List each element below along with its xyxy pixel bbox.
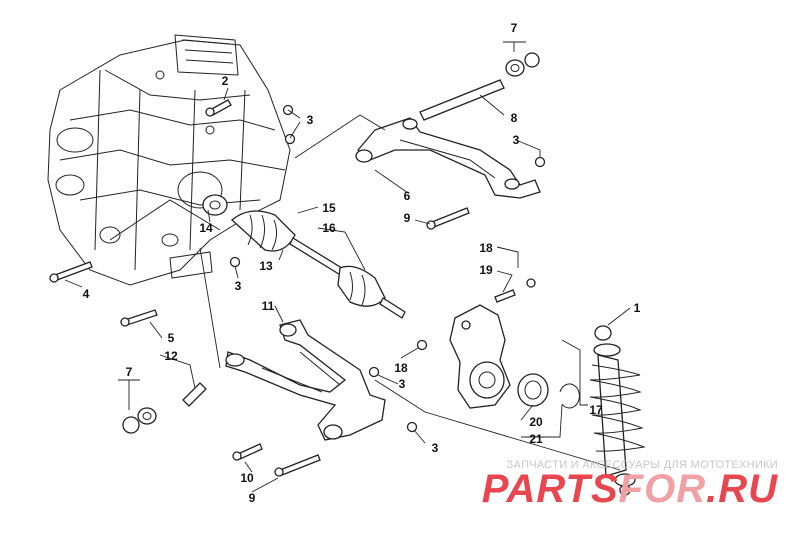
watermark-subtitle: ЗАПЧАСТИ И АКСЕССУАРЫ ДЛЯ МОТОТЕХНИКИ: [507, 459, 778, 471]
pivot-tube-12: [182, 382, 207, 407]
upper-bushings: [505, 52, 540, 77]
bolt-10: [232, 443, 263, 461]
lower-a-arm: [225, 319, 386, 441]
callout-8: 8: [511, 111, 518, 125]
watermark-brand-part1: PARTS: [482, 467, 619, 511]
callout-18-upper: 18: [479, 241, 493, 255]
callout-14: 14: [199, 221, 213, 235]
watermark: ЗАПЧАСТИ И АКСЕССУАРЫ ДЛЯ МОТОТЕХНИКИ PA…: [482, 459, 778, 511]
callout-16: 16: [322, 221, 336, 235]
wheel-bearing: [517, 373, 549, 407]
bolt-5: [120, 309, 158, 327]
callout-4: 4: [83, 287, 90, 301]
callout-6: 6: [404, 189, 411, 203]
watermark-brand-part2: FOR: [619, 467, 706, 511]
callout-10: 10: [240, 471, 254, 485]
steering-knuckle: [449, 304, 511, 409]
callout-5: 5: [168, 331, 175, 345]
bolt-4: [49, 261, 93, 283]
callout-3-e: 3: [432, 441, 439, 455]
pins-18-19: [416, 278, 536, 351]
leader-lines: [64, 41, 631, 493]
shock-absorber: [589, 325, 646, 496]
callout-labels: 7 2 3 8 3 6 9 15 16 14 13 3 4 18 19 11 1…: [83, 21, 641, 505]
callout-12: 12: [164, 349, 178, 363]
callout-18-lower: 18: [394, 361, 408, 375]
callout-3-d: 3: [399, 377, 406, 391]
callout-3-c: 3: [235, 279, 242, 293]
callout-7-lower: 7: [126, 365, 133, 379]
callout-1: 1: [634, 301, 641, 315]
nuts-3-lower: [368, 366, 418, 433]
bushings-7-lower: [122, 407, 157, 434]
callout-17: 17: [589, 403, 603, 417]
frame-assembly: [47, 34, 291, 286]
bolt-9-upper: [426, 207, 470, 230]
watermark-brand-part3: .RU: [706, 467, 778, 511]
callout-3-a: 3: [307, 113, 314, 127]
callout-11: 11: [262, 299, 275, 313]
callout-20: 20: [529, 415, 543, 429]
bolt-2: [205, 99, 232, 117]
callout-9-upper: 9: [404, 211, 411, 225]
callout-13: 13: [259, 259, 273, 273]
circlip: [559, 383, 580, 409]
axle-shaft: [202, 194, 406, 319]
upper-a-arm: [355, 117, 541, 199]
upper-pivot-tube: [419, 79, 505, 121]
callout-21: 21: [529, 432, 543, 446]
callout-9-lower: 9: [249, 491, 256, 505]
bolt-9-lower: [274, 454, 321, 477]
watermark-brand: PARTSFOR.RU: [482, 467, 778, 511]
callout-3-b: 3: [513, 133, 520, 147]
callout-2: 2: [222, 74, 229, 88]
callout-19: 19: [479, 263, 493, 277]
callout-7-upper: 7: [511, 21, 518, 35]
callout-15: 15: [322, 201, 336, 215]
